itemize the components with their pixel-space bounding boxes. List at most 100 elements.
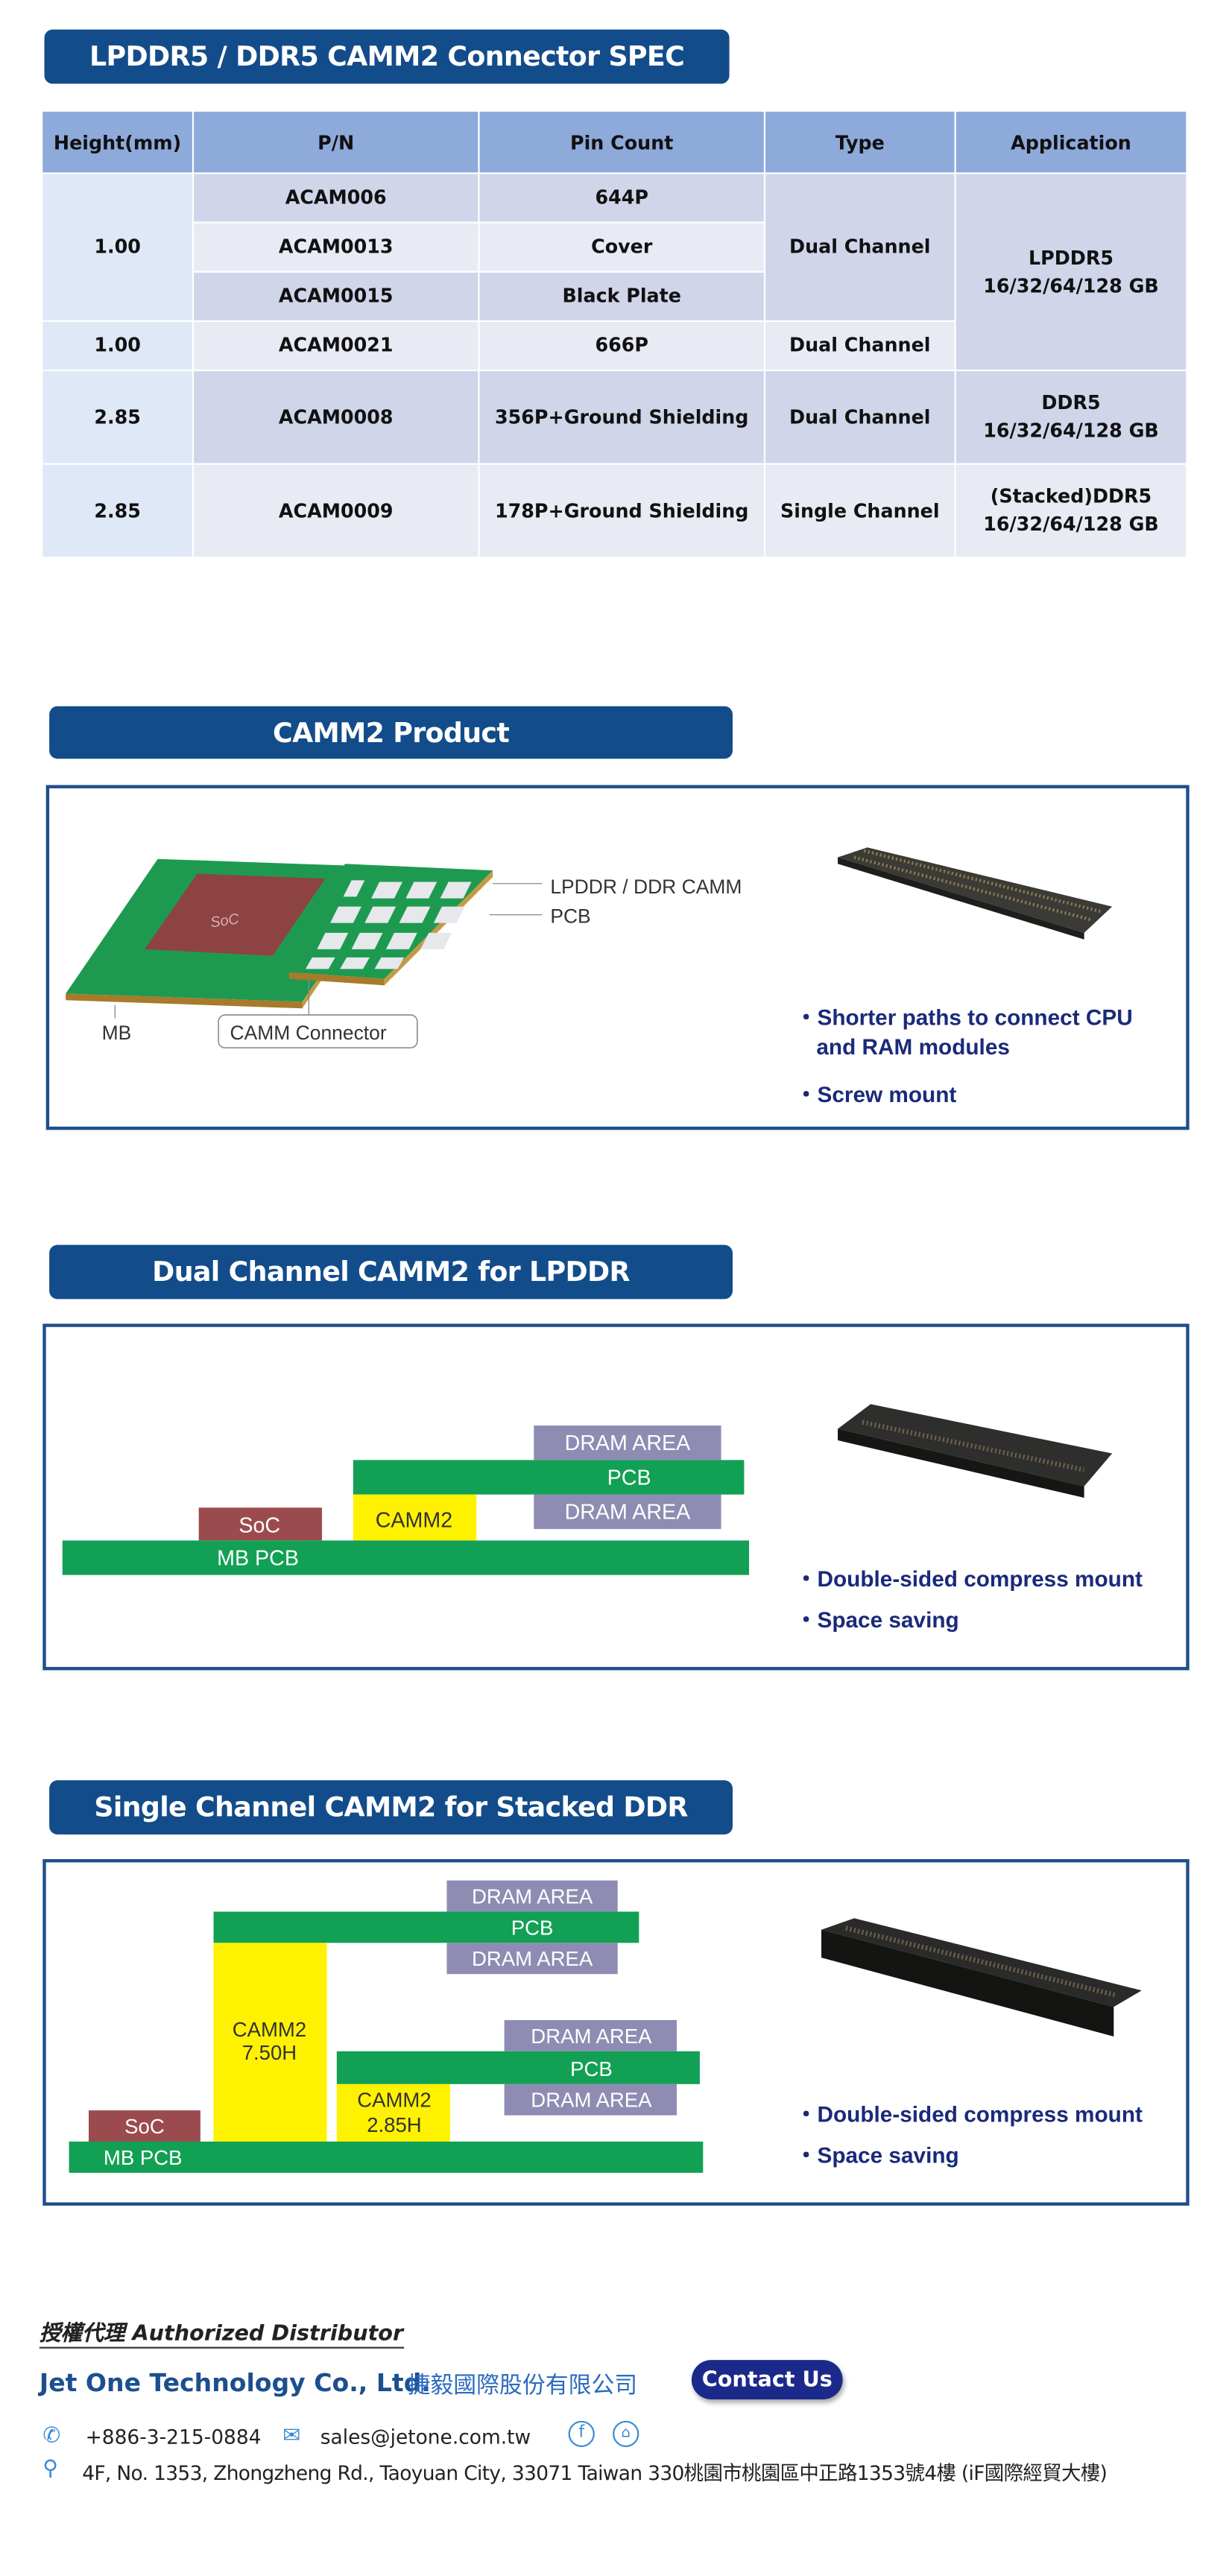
camm2-label: CAMM2: [233, 2018, 306, 2041]
header-pin-count: Pin Count: [479, 111, 764, 173]
table-row: 2.85 ACAM0008 356P+Ground Shielding Dual…: [42, 371, 1187, 463]
pcb-high: [213, 1911, 639, 1943]
app-line: LPDDR5: [1029, 245, 1114, 269]
pn-cell: ACAM006: [194, 174, 478, 222]
app-line: 16/32/64/128 GB: [983, 419, 1159, 442]
email-icon: ✉: [282, 2424, 301, 2449]
camm-label: LPDDR / DDR CAMM: [550, 876, 742, 898]
dram-label: DRAM AREA: [531, 2025, 652, 2048]
dram-area-bottom: [534, 1494, 721, 1529]
type-cell: Dual Channel: [765, 371, 955, 463]
dram-label: DRAM AREA: [472, 1884, 593, 1908]
pcb-low: [336, 2051, 700, 2084]
mb-pcb: [62, 1540, 750, 1575]
soc-label: SoC: [238, 1513, 280, 1537]
product-title: CAMM2 Product: [49, 706, 733, 759]
home-icon[interactable]: ⌂: [613, 2420, 639, 2447]
pn-cell: ACAM0008: [194, 371, 478, 463]
table-row: 2.85 ACAM0009 178P+Ground Shielding Sing…: [42, 464, 1187, 557]
header-pn: P/N: [194, 111, 478, 173]
app-line: 16/32/64/128 GB: [983, 273, 1159, 297]
connector-photo: [838, 847, 1113, 940]
dram-label: DRAM AREA: [565, 1431, 692, 1455]
bullet-text: Double-sided compress mount: [817, 1566, 1143, 1592]
pn-cell: ACAM0021: [194, 321, 478, 370]
application-cell: LPDDR5 16/32/64/128 GB: [955, 174, 1187, 370]
authorized-distributor-heading: 授權代理 Authorized Distributor: [39, 2316, 404, 2349]
pcb-label: PCB: [607, 1466, 651, 1490]
contact-us-button[interactable]: Contact Us: [691, 2360, 843, 2400]
camm2-label: CAMM2: [376, 1509, 452, 1533]
pins-cell: Cover: [479, 223, 764, 271]
application-cell: (Stacked)DDR5 16/32/64/128 GB: [955, 464, 1187, 557]
bullet-text: Shorter paths to connect CPU: [817, 1004, 1133, 1030]
soc-block: [198, 1507, 322, 1541]
app-line: DDR5: [1041, 390, 1101, 414]
mb-pcb: [69, 2142, 704, 2173]
height-cell: 2.85: [42, 371, 192, 463]
mb-pcb-label: MB PCB: [104, 2146, 183, 2169]
company-name-en: Jet One Technology Co., Ltd.: [39, 2368, 431, 2398]
bullet-text: Double-sided compress mount: [817, 2102, 1143, 2127]
height-cell: 2.85: [42, 464, 192, 557]
table-header-row: Height(mm) P/N Pin Count Type Applicatio…: [42, 111, 1187, 173]
table-row: ACAM0013 Cover: [42, 223, 1186, 271]
dram-label: DRAM AREA: [565, 1501, 692, 1525]
app-line: (Stacked)DDR5: [990, 484, 1152, 508]
pn-cell: ACAM0013: [194, 223, 478, 271]
app-line: 16/32/64/128 GB: [983, 512, 1159, 536]
camm2-connector: [353, 1494, 477, 1541]
pcb-label: PCB: [511, 1916, 554, 1939]
mb-label: MB: [102, 1022, 132, 1044]
product-bullet-cont: and RAM modules: [816, 1034, 1010, 1060]
facebook-icon[interactable]: f: [568, 2420, 595, 2447]
phone-number: +886-3-215-0884: [85, 2425, 262, 2449]
dram-area: [446, 1880, 618, 1912]
camm-iso-diagram: SoC LPDDR / DDR CAMM PCB MB CAMM Connect…: [66, 858, 742, 1048]
dual-connector-photo: [838, 1404, 1113, 1499]
header-type: Type: [765, 111, 955, 173]
camm2-285-block: [336, 2083, 450, 2142]
single-bullet: ・Space saving: [795, 2143, 959, 2168]
dual-box: [42, 1323, 1190, 1671]
single-box: [42, 1858, 1190, 2206]
email-link[interactable]: sales@jetone.com.tw: [320, 2425, 531, 2449]
header-application: Application: [955, 111, 1187, 173]
table-row: ACAM0015 Black Plate: [42, 272, 1186, 320]
dual-bullet: ・Double-sided compress mount: [795, 1566, 1143, 1592]
pins-cell: 644P: [479, 174, 764, 222]
dram-area: [504, 2083, 677, 2115]
bullet-text: Space saving: [817, 2143, 959, 2168]
company-name-zh: 捷毅國際股份有限公司: [407, 2373, 638, 2400]
dram-chips: [305, 880, 472, 969]
dram-label: DRAM AREA: [531, 2089, 652, 2112]
soc-label: SoC: [124, 2115, 165, 2138]
pins-cell: Black Plate: [479, 272, 764, 320]
address: 4F, No. 1353, Zhongzheng Rd., Taoyuan Ci…: [82, 2461, 1108, 2485]
spec-table: Height(mm) P/N Pin Count Type Applicatio…: [41, 110, 1187, 559]
soc-chip: [144, 873, 326, 956]
location-icon: ⚲: [42, 2457, 59, 2482]
spec-title: LPDDR5 / DDR5 CAMM2 Connector SPEC: [44, 29, 730, 84]
single-channel-diagram: DRAM AREA PCB DRAM AREA CAMM2 7.50H DRAM…: [69, 1880, 704, 2173]
type-cell: Dual Channel: [765, 321, 955, 370]
height-label: 7.50H: [242, 2041, 297, 2064]
height-label: 2.85H: [367, 2113, 422, 2136]
type-cell: Dual Channel: [765, 174, 955, 320]
single-title: Single Channel CAMM2 for Stacked DDR: [49, 1780, 733, 1835]
dram-area-top: [534, 1425, 721, 1461]
product-bullet: ・Shorter paths to connect CPU: [795, 1004, 1133, 1030]
pins-cell: 666P: [479, 321, 764, 370]
dual-bullet: ・Space saving: [795, 1607, 959, 1633]
single-connector-photo: [821, 1918, 1142, 2037]
single-bullet: ・Double-sided compress mount: [795, 2102, 1143, 2127]
type-cell: Single Channel: [765, 464, 955, 557]
mb-pcb-label: MB PCB: [217, 1546, 299, 1570]
soc-label: SoC: [209, 911, 241, 931]
camm-pcb: [353, 1460, 745, 1495]
dual-channel-diagram: DRAM AREA PCB DRAM AREA CAMM2 SoC MB PCB: [62, 1425, 750, 1575]
soc-block: [89, 2110, 200, 2142]
pcb-label: PCB: [550, 905, 590, 928]
